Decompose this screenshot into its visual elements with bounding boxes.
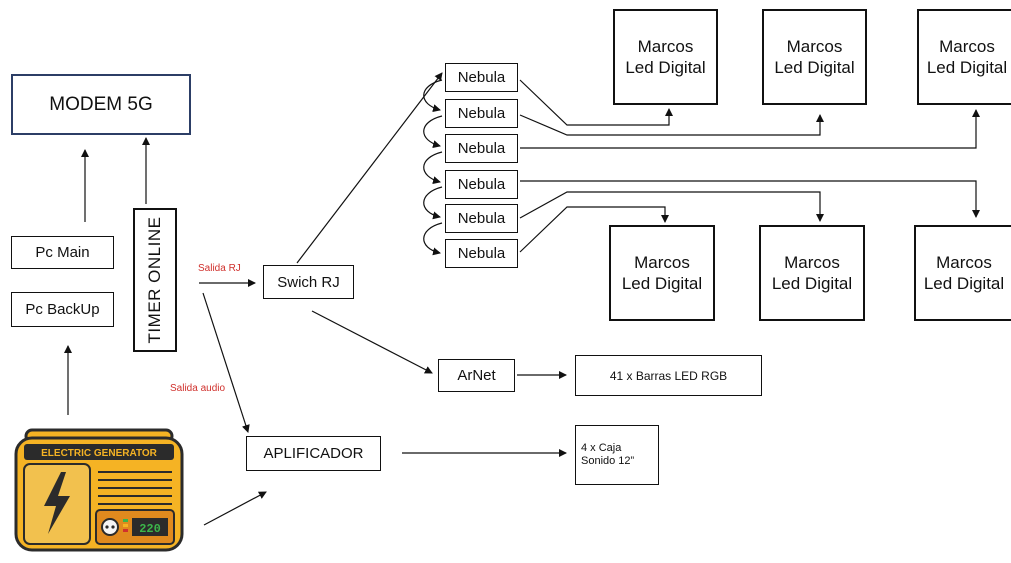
marcos-line1: Marcos (786, 37, 843, 56)
edge-nebula3-marcos-top-3 (520, 109, 980, 149)
marcos-led-box: Marcos Led Digital (914, 225, 1011, 321)
generator-title: ELECTRIC GENERATOR (41, 448, 158, 459)
edge-nebula-chain-4 (423, 186, 443, 220)
timer-online-box: TIMER ONLINE (133, 208, 177, 352)
switch-box: Swich RJ (263, 265, 354, 299)
edge-nebula5-marcos-bottom-2 (519, 191, 824, 222)
caja-line1: 4 x Caja (581, 442, 622, 454)
pc-backup-box: Pc BackUp (11, 292, 114, 327)
switch-label: Swich RJ (277, 273, 340, 291)
edge-nebula2-marcos-top-2 (519, 114, 824, 136)
barras-led-box: 41 x Barras LED RGB (575, 355, 762, 396)
edge-nebula1-marcos-top-1 (519, 79, 673, 126)
arnet-label: ArNet (457, 367, 496, 384)
edge-nebula-chain-5 (423, 222, 443, 256)
edge-nebula-chain-3 (423, 151, 443, 185)
pc-main-label: Pc Main (35, 244, 90, 261)
marcos-line1: Marcos (634, 253, 690, 272)
arnet-box: ArNet (438, 359, 515, 392)
edge-nebula-chain-1 (423, 79, 443, 113)
marcos-line1: Marcos (939, 37, 995, 56)
marcos-led-box: Marcos Led Digital (759, 225, 865, 321)
marcos-line2: Led Digital (625, 58, 706, 77)
edge-label-salida-rj: Salida RJ (198, 263, 241, 274)
nebula-label: Nebula (457, 140, 506, 157)
nebula-box: Nebula (445, 204, 518, 233)
nebula-label: Nebula (457, 69, 506, 86)
pc-backup-label: Pc BackUp (25, 301, 100, 318)
edge-nebula6-marcos-bottom-1 (519, 206, 669, 253)
nebula-label: Nebula (457, 245, 506, 262)
edge-label-salida-audio: Salida audio (170, 383, 226, 394)
nebula-box: Nebula (445, 134, 518, 163)
nebula-label: Nebula (457, 176, 506, 193)
marcos-led-box: Marcos Led Digital (762, 9, 867, 105)
timer-online-label: TIMER ONLINE (145, 216, 164, 344)
caja-line2: Sonido 12” (581, 455, 635, 467)
marcos-line2: Led Digital (621, 274, 703, 293)
marcos-line2: Led Digital (771, 274, 853, 293)
marcos-led-box: Marcos Led Digital (613, 9, 718, 105)
electric-generator-icon: ELECTRIC GENERATOR 220 (14, 428, 184, 552)
edge-timer-amplifier (202, 292, 250, 433)
marcos-line2: Led Digital (923, 274, 1005, 293)
caja-sonido-box: 4 x Caja Sonido 12” (575, 425, 659, 485)
generator-display: 220 (139, 522, 161, 536)
nebula-label: Nebula (457, 210, 506, 227)
nebula-box: Nebula (445, 239, 518, 268)
pc-main-box: Pc Main (11, 236, 114, 269)
marcos-line2: Led Digital (774, 58, 855, 77)
barras-led-label: 41 x Barras LED RGB (609, 368, 728, 383)
marcos-line2: Led Digital (926, 58, 1008, 77)
marcos-led-box: Marcos Led Digital (917, 9, 1011, 105)
marcos-line1: Marcos (784, 253, 840, 272)
edge-switch-nebula (296, 72, 443, 264)
edge-switch-arnet (311, 310, 433, 374)
amplifier-label: APLIFICADOR (263, 445, 364, 462)
edge-nebula4-marcos-bottom-3 (520, 180, 980, 218)
nebula-box: Nebula (445, 99, 518, 128)
modem-box: MODEM 5G (11, 74, 191, 135)
edge-nebula-chain-2 (423, 115, 443, 149)
nebula-box: Nebula (445, 170, 518, 199)
marcos-line1: Marcos (637, 37, 694, 56)
amplifier-box: APLIFICADOR (246, 436, 381, 471)
modem-label: MODEM 5G (49, 93, 153, 115)
marcos-led-box: Marcos Led Digital (609, 225, 715, 321)
nebula-box: Nebula (445, 63, 518, 92)
marcos-line1: Marcos (936, 253, 992, 272)
edge-generator-amplifier (203, 491, 267, 526)
nebula-label: Nebula (457, 105, 506, 122)
